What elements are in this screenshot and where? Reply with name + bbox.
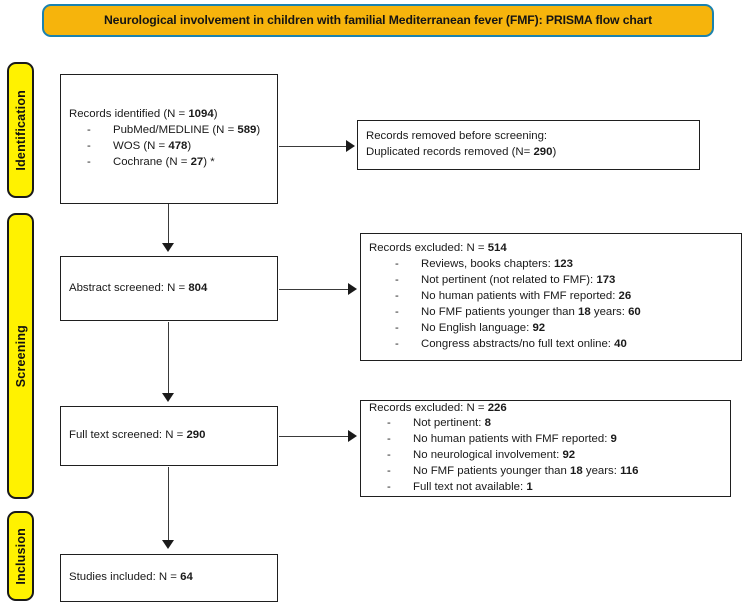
list-item: No FMF patients younger than 18 years: 6… bbox=[369, 305, 733, 321]
records-excluded-fulltext-heading: Records excluded: N = 226 bbox=[369, 401, 507, 414]
box-abstract-screened: Abstract screened: N = 804 bbox=[60, 256, 278, 321]
list-item: Full text not available: 1 bbox=[369, 480, 722, 496]
records-removed-heading: Records removed before screening: bbox=[366, 130, 548, 143]
connector-abstract-to-fulltext bbox=[168, 322, 169, 394]
box-records-identified: Records identified (N = 1094) PubMed/MED… bbox=[60, 74, 278, 204]
arrow-right-icon bbox=[348, 430, 357, 442]
arrow-right-icon bbox=[348, 283, 357, 295]
abstract-screened-text: Abstract screened: N = 804 bbox=[69, 281, 208, 294]
page-title: Neurological involvement in children wit… bbox=[103, 12, 653, 27]
arrow-right-icon bbox=[346, 140, 355, 152]
stage-label-screening-text: Screening bbox=[13, 324, 28, 388]
list-item: No FMF patients younger than 18 years: 1… bbox=[369, 464, 722, 480]
records-excluded-screening-reasons: Reviews, books chapters: 123 Not pertine… bbox=[369, 257, 733, 353]
list-item: No neurological involvement: 92 bbox=[369, 448, 722, 464]
records-identified-sources: PubMed/MEDLINE (N = 589) WOS (N = 478) C… bbox=[69, 123, 269, 171]
list-item: Not pertinent (not related to FMF): 173 bbox=[369, 273, 733, 289]
box-records-removed-before-screening: Records removed before screening: Duplic… bbox=[357, 120, 700, 170]
stage-label-inclusion: Inclusion bbox=[7, 511, 34, 601]
box-full-text-screened: Full text screened: N = 290 bbox=[60, 406, 278, 466]
stage-label-identification: Identification bbox=[7, 62, 34, 198]
list-item: No English language: 92 bbox=[369, 321, 733, 337]
stage-label-identification-text: Identification bbox=[13, 89, 28, 171]
box-records-excluded-fulltext: Records excluded: N = 226 Not pertinent:… bbox=[360, 400, 731, 497]
duplicated-records-removed: Duplicated records removed (N= 290) bbox=[366, 146, 557, 158]
full-text-screened-text: Full text screened: N = 290 bbox=[69, 429, 206, 442]
studies-included-text: Studies included: N = 64 bbox=[69, 571, 193, 584]
arrow-down-icon bbox=[162, 243, 174, 252]
records-excluded-fulltext-reasons: Not pertinent: 8 No human patients with … bbox=[369, 416, 722, 496]
list-item: Reviews, books chapters: 123 bbox=[369, 257, 733, 273]
connector-abstract-to-excluded bbox=[279, 289, 349, 290]
box-studies-included: Studies included: N = 64 bbox=[60, 554, 278, 602]
stage-label-inclusion-text: Inclusion bbox=[13, 527, 28, 585]
stage-label-screening: Screening bbox=[7, 213, 34, 499]
connector-identified-to-abstract bbox=[168, 204, 169, 244]
list-item: Not pertinent: 8 bbox=[369, 416, 722, 432]
records-identified-heading: Records identified (N = 1094) bbox=[69, 108, 218, 121]
box-records-excluded-screening: Records excluded: N = 514 Reviews, books… bbox=[360, 233, 742, 361]
arrow-down-icon bbox=[162, 393, 174, 402]
arrow-down-icon bbox=[162, 540, 174, 549]
list-item: Cochrane (N = 27) * bbox=[69, 155, 269, 171]
chart-title-banner: Neurological involvement in children wit… bbox=[42, 4, 714, 37]
list-item: WOS (N = 478) bbox=[69, 139, 269, 155]
records-excluded-screening-heading: Records excluded: N = 514 bbox=[369, 242, 507, 255]
connector-fulltext-to-included bbox=[168, 467, 169, 541]
connector-identified-to-duplicates bbox=[279, 146, 347, 147]
connector-fulltext-to-excluded bbox=[279, 436, 349, 437]
list-item: Congress abstracts/no full text online: … bbox=[369, 337, 733, 353]
list-item: No human patients with FMF reported: 9 bbox=[369, 432, 722, 448]
list-item: No human patients with FMF reported: 26 bbox=[369, 289, 733, 305]
list-item: PubMed/MEDLINE (N = 589) bbox=[69, 123, 269, 139]
